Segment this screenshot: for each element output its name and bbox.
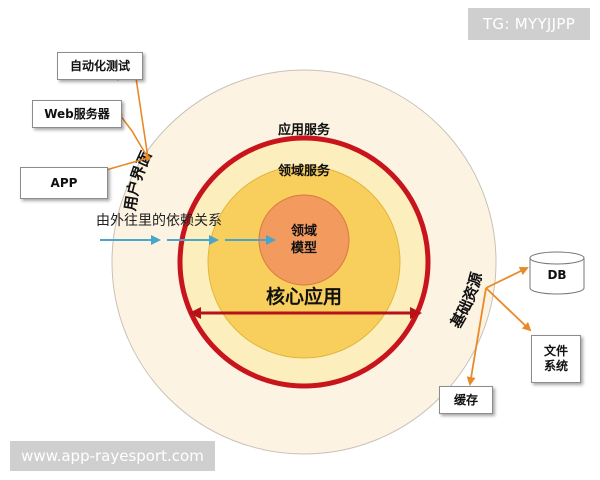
file-system-label-line2: 系统	[543, 359, 568, 373]
cache-box: 缓存	[439, 386, 493, 414]
connector-db	[485, 267, 529, 289]
domain-model-label-line1: 领域	[291, 223, 317, 239]
file-system-box: 文件 系统	[531, 335, 581, 383]
connector-cache	[466, 287, 487, 386]
right-connectors	[466, 267, 532, 386]
db-label: DB	[547, 268, 566, 282]
domain-service-label: 领域服务	[278, 163, 331, 179]
file-system-label-line1: 文件	[543, 344, 568, 358]
web-server-box: Web服务器	[32, 100, 122, 128]
db-cylinder: DB	[529, 251, 585, 295]
auto-test-label: 自动化测试	[69, 58, 130, 73]
domain-model-label-line2: 模型	[291, 240, 317, 256]
dependency-direction-label: 由外往里的依赖关系	[96, 213, 222, 229]
core-application-label: 核心应用	[266, 285, 342, 308]
app-box: APP	[20, 167, 108, 199]
connector-hub-left	[145, 155, 151, 161]
site-watermark: www.app-rayesport.com	[10, 441, 215, 471]
tg-tag: TG: MYYJJPP	[468, 8, 590, 40]
connector-file-system	[485, 287, 532, 332]
web-server-label: Web服务器	[44, 106, 110, 121]
app-label: APP	[50, 175, 78, 190]
cache-label: 缓存	[453, 392, 478, 407]
auto-test-box: 自动化测试	[57, 52, 143, 80]
connector-web-server	[119, 114, 149, 159]
connector-app	[105, 157, 149, 171]
application-service-label: 应用服务	[278, 122, 331, 138]
